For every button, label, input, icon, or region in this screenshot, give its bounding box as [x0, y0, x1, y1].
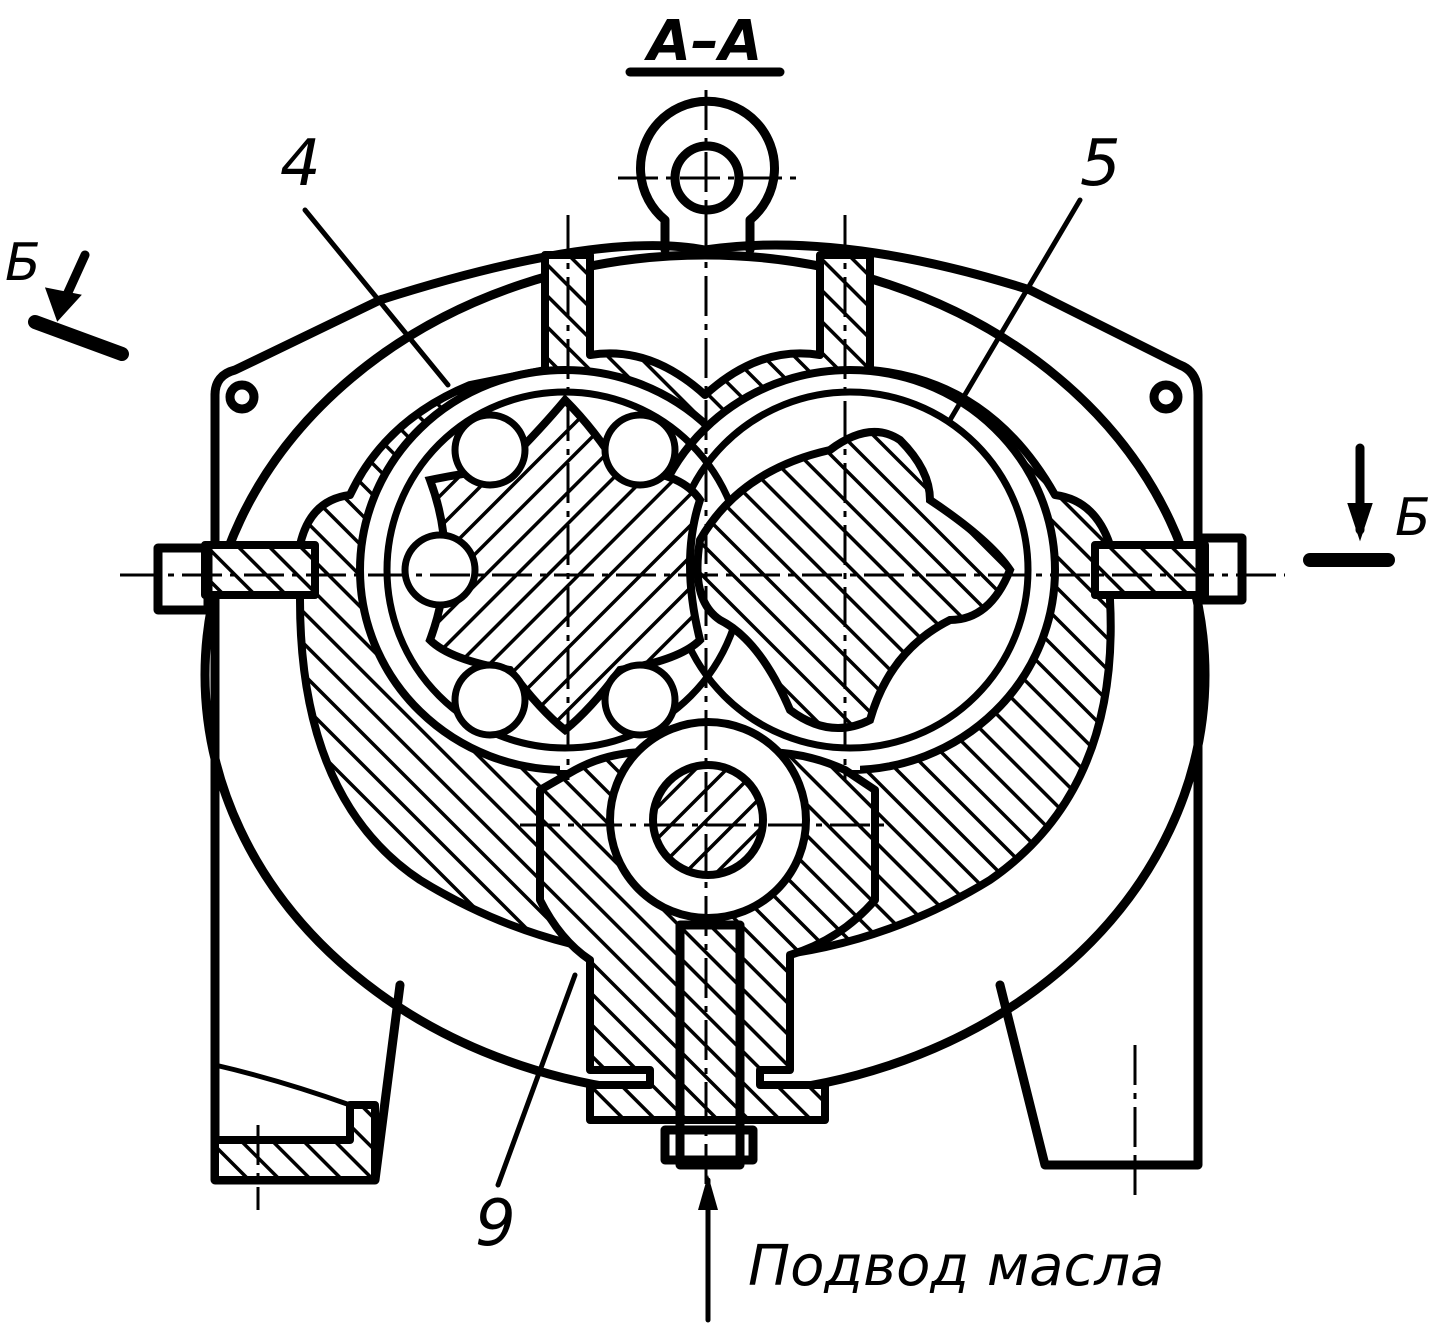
foot-left [211, 1062, 379, 1184]
section-mark-left-text: Б [5, 233, 41, 293]
oil-supply-arrow: Подвод масла [698, 1175, 1164, 1323]
flange-bolts [153, 533, 1247, 615]
center-lines [120, 90, 1285, 1210]
part-9-label: 9 [475, 1187, 516, 1261]
bottom-hub [536, 718, 879, 1170]
oil-supply-label: Подвод масла [748, 1234, 1164, 1299]
section-title: А–А [625, 9, 785, 77]
rotor-right [693, 428, 1015, 732]
section-mark-left: Б [5, 233, 129, 361]
section-mark-right: Б [1303, 443, 1431, 567]
section-mark-right-text: Б [1395, 488, 1431, 548]
rotor-left [401, 394, 705, 739]
leader-lines [302, 197, 1083, 1188]
part-4-label: 4 [280, 127, 321, 201]
section-title-text: А–А [644, 9, 763, 74]
part-5-label: 5 [1080, 127, 1121, 201]
